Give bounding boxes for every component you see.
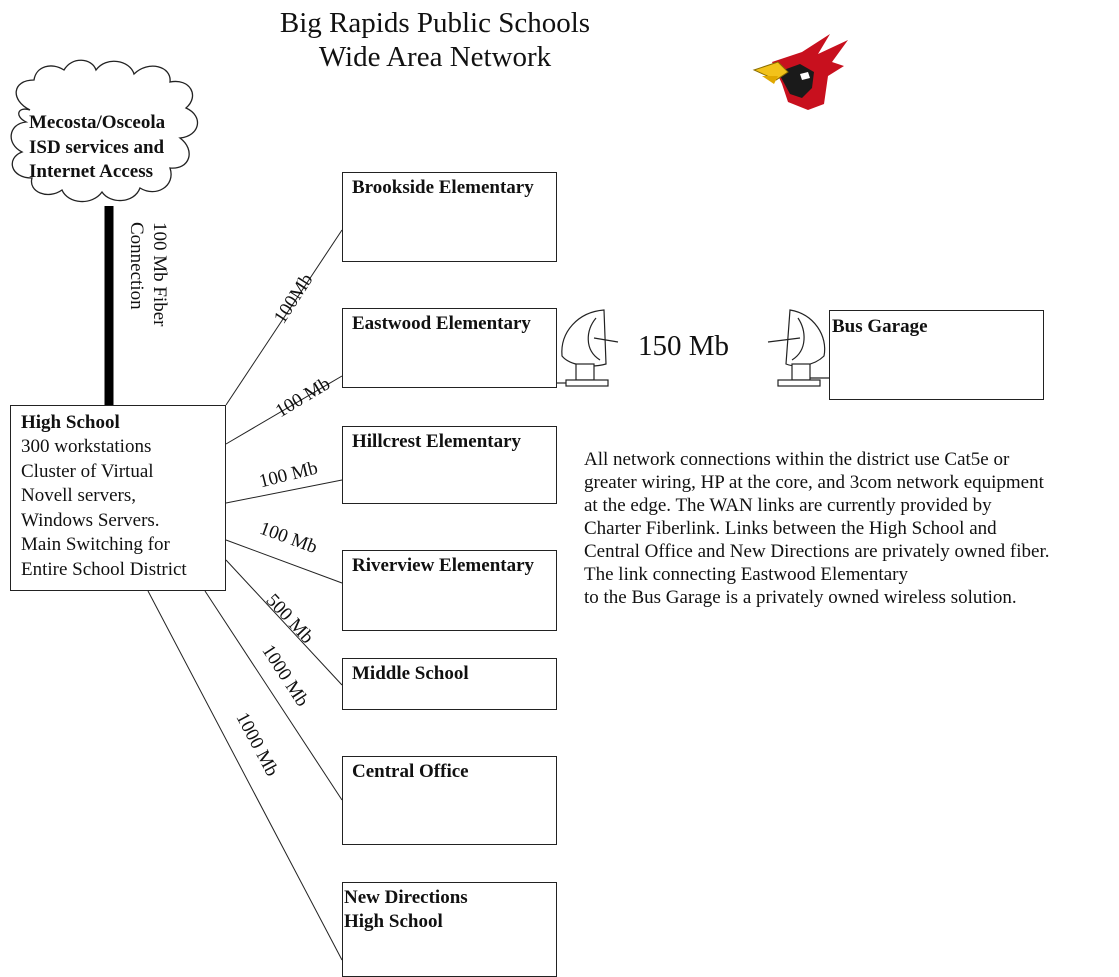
link-central — [204, 590, 343, 801]
satellite-dish-icon — [767, 309, 829, 387]
isd-cloud: Mecosta/Osceola ISD services and Interne… — [29, 111, 165, 185]
cloud-shape — [10, 59, 198, 203]
fiber-label-line-2: Connection — [126, 222, 147, 310]
school-name: New Directions High School — [344, 887, 468, 932]
high-school-detail: Cluster of Virtual — [21, 460, 154, 482]
link-eastwood — [225, 375, 343, 445]
note-line: greater wiring, HP at the core, and 3com… — [584, 472, 1044, 493]
eastwood-node: Eastwood Elementary — [342, 308, 557, 388]
title-line-1: Big Rapids Public Schools — [279, 7, 591, 39]
cloud-line-3: Internet Access — [29, 161, 153, 182]
bus-garage-name: Bus Garage — [832, 316, 928, 337]
bus-garage-node: Bus Garage — [829, 310, 1044, 400]
high-school-detail: Main Switching for — [21, 534, 170, 555]
cardinal-bird-icon — [752, 34, 848, 110]
new-directions-node: New Directions High School — [342, 882, 557, 977]
high-school-detail: 300 workstations — [21, 436, 152, 457]
high-school-detail: Windows Servers. — [21, 509, 160, 531]
fiber-label-line-1: 100 Mb Fiber — [149, 222, 170, 327]
hillcrest-node: Hillcrest Elementary — [342, 426, 557, 504]
high-school-name: High School — [21, 412, 120, 433]
central-office-node: Central Office — [342, 756, 557, 845]
cloud-line-2: ISD services and — [29, 136, 165, 158]
note-line: All network connections within the distr… — [584, 449, 1010, 470]
riverview-node: Riverview Elementary — [342, 550, 557, 631]
school-name: Riverview Elementary — [352, 555, 535, 576]
fiber-connection-label: 100 Mb Fiber Connection — [125, 222, 171, 327]
middle-school-node: Middle School — [342, 658, 557, 710]
school-name: Middle School — [352, 663, 469, 684]
link-brookside — [225, 229, 343, 406]
link-hillcrest — [225, 479, 343, 504]
network-note: All network connections within the distr… — [584, 448, 1119, 609]
note-line: at the edge. The WAN links are currently… — [584, 495, 992, 516]
high-school-detail: Entire School District — [21, 558, 187, 580]
note-line: to the Bus Garage is a privately owned w… — [584, 587, 1017, 608]
link-new-directions — [147, 590, 343, 961]
high-school-node: High School 300 workstations Cluster of … — [10, 405, 226, 591]
school-name: Central Office — [352, 761, 469, 782]
cloud-line-1: Mecosta/Osceola — [29, 112, 166, 133]
diagram-title: Big Rapids Public Schools Wide Area Netw… — [250, 6, 620, 74]
note-line: Central Office and New Directions are pr… — [584, 541, 1050, 562]
note-line: Charter Fiberlink. Links between the Hig… — [584, 518, 997, 539]
school-name: Hillcrest Elementary — [352, 431, 522, 452]
school-name: Brookside Elementary — [352, 177, 534, 198]
brookside-node: Brookside Elementary — [342, 172, 557, 262]
school-name: Eastwood Elementary — [352, 313, 531, 334]
wireless-link-label: 150 Mb — [638, 330, 730, 362]
link-riverview — [225, 539, 343, 584]
satellite-dish-icon — [556, 309, 619, 387]
high-school-detail: Novell servers, — [21, 485, 137, 506]
title-line-2: Wide Area Network — [318, 41, 552, 73]
note-line: The link connecting Eastwood Elementary — [584, 564, 908, 585]
link-middle — [225, 559, 343, 686]
